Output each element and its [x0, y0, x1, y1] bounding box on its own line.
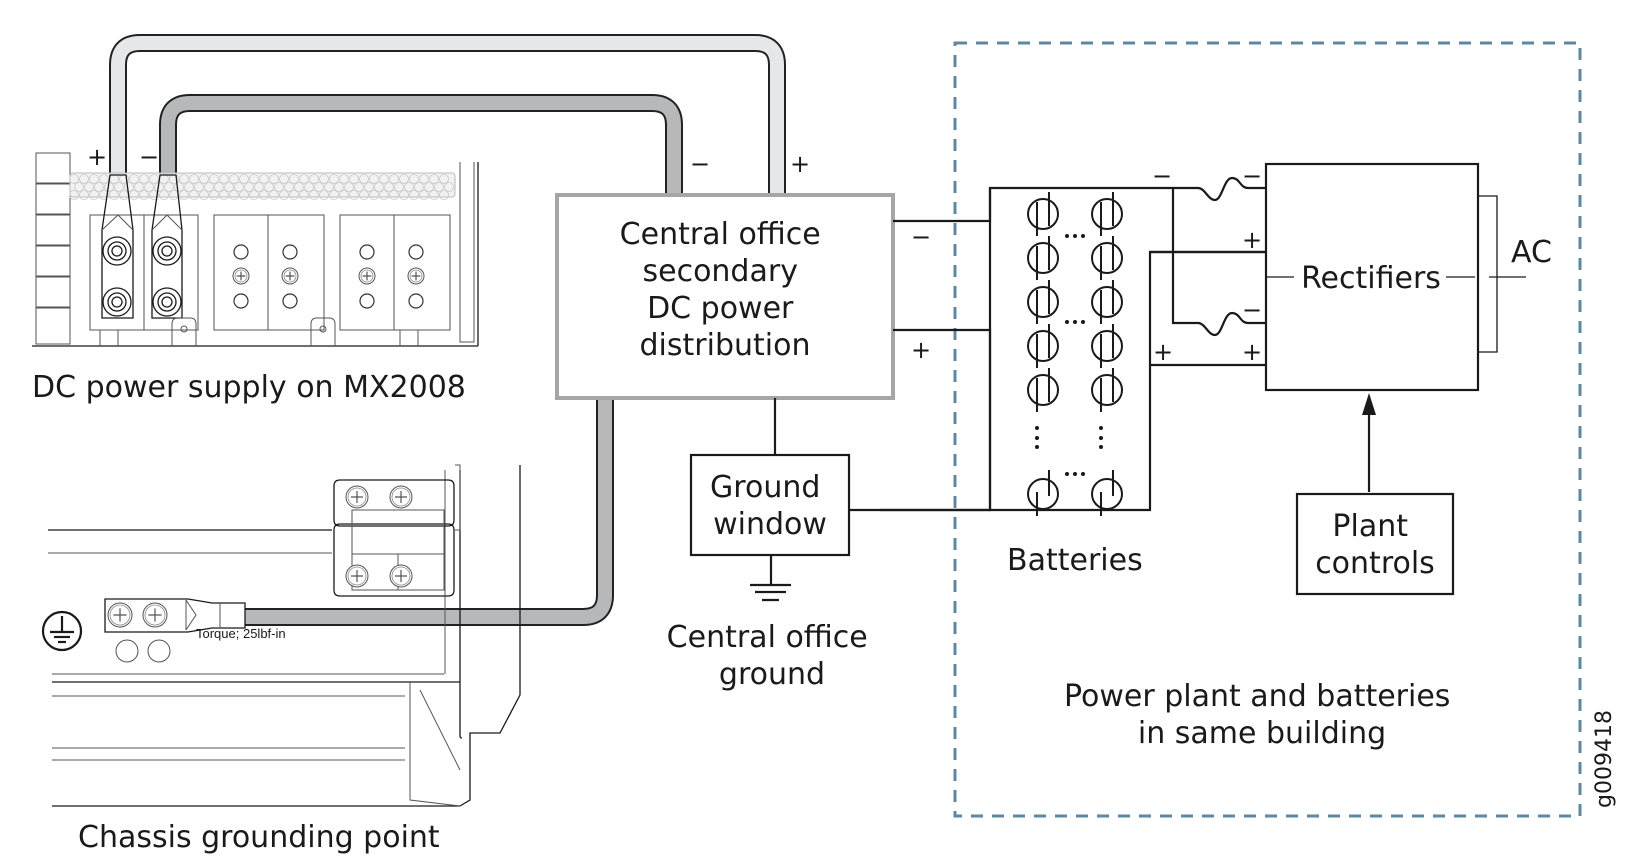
terminal-hole: [233, 244, 249, 260]
ac-connector: [1478, 195, 1498, 353]
positive-bus-wire: [880, 328, 992, 512]
distribution-right-plus-label: +: [911, 336, 931, 364]
rect-plus-top-label: +: [1242, 226, 1262, 254]
horizontal-ellipsis-dot: [1065, 472, 1069, 476]
terminal-hole: [408, 293, 424, 309]
ground-cable: [245, 395, 614, 626]
battery-cell-icon: [1091, 470, 1123, 516]
terminal-screw-icon: [407, 267, 425, 285]
positive-cable: [109, 34, 786, 195]
mesh-pattern: [69, 174, 454, 200]
negative-bus-wire: [893, 186, 1175, 223]
battery-cell-icon: [1091, 368, 1123, 412]
distribution-right-minus-label: −: [911, 223, 931, 251]
central-office-ground-label: Central office ground: [667, 620, 878, 692]
terminal-hole: [282, 244, 298, 260]
plant-controls-box: [1295, 492, 1455, 596]
chassis-grounding-caption: Chassis grounding point: [78, 820, 440, 855]
distribution-label: Central office secondary DC power distri…: [620, 217, 831, 363]
vertical-ellipsis-dot: [1035, 426, 1039, 430]
ground-window-box: [689, 453, 851, 557]
dc-power-supply-illustration: + −: [32, 143, 479, 347]
distribution-top-plus-label: +: [790, 150, 810, 178]
central-office-distribution-box: [555, 193, 895, 400]
vertical-ellipsis-dot: [1035, 445, 1039, 449]
ac-label: AC: [1511, 235, 1552, 270]
terminal-hole: [282, 293, 298, 309]
battery-cell-icon: [1091, 324, 1123, 368]
fuse-top: [1175, 176, 1266, 202]
terminal-hole: [359, 244, 375, 260]
battery-cell-icon: [1027, 470, 1059, 516]
negative-cable: [159, 94, 683, 195]
horizontal-ellipsis-dot: [1065, 234, 1069, 238]
distribution-top-minus-label: −: [690, 150, 710, 178]
horizontal-ellipsis-dot: [1073, 320, 1077, 324]
horizontal-ellipsis-dot: [1081, 234, 1085, 238]
bracket-screw-icon: [345, 485, 369, 509]
psu-minus-terminal-label: −: [139, 143, 159, 171]
battery-enclosure: [988, 188, 1265, 512]
power-plant-boundary: [953, 41, 1582, 818]
rect-minus-bottom-label: −: [1242, 296, 1262, 324]
horizontal-ellipsis-dot: [1073, 472, 1077, 476]
horizontal-ellipsis-dot: [1081, 320, 1085, 324]
vertical-ellipsis-dot: [1099, 445, 1103, 449]
protective-earth-ground-icon: [41, 610, 83, 652]
battery-cell-icon: [1091, 192, 1123, 236]
dc-power-supply-caption: DC power supply on MX2008: [32, 370, 466, 405]
vertical-ellipsis-dot: [1099, 426, 1103, 430]
earth-ground-icon: [750, 555, 791, 602]
psu-plus-terminal-label: +: [87, 143, 107, 171]
terminal-hole: [359, 293, 375, 309]
lug-screw-icon: [107, 602, 133, 628]
bracket-screw-icon: [389, 564, 413, 588]
battery-cell-icon: [1027, 192, 1059, 236]
power-plant-zone-label: Power plant and batteries in same buildi…: [1064, 679, 1460, 751]
terminal-screw-icon: [358, 267, 376, 285]
battery-cells: [1027, 192, 1123, 516]
battery-cell-icon: [1091, 280, 1123, 324]
bus-plus-label: +: [1153, 338, 1173, 366]
minus-branch-wire: [1171, 188, 1266, 337]
terminal-hole: [408, 244, 424, 260]
chassis-illustration: [48, 464, 521, 807]
bracket-screw-icon: [389, 485, 413, 509]
figure-id-label: g009418: [1592, 710, 1617, 808]
horizontal-ellipsis-dot: [1081, 472, 1085, 476]
rect-minus-top-label: −: [1242, 162, 1262, 190]
rectifiers-label: Rectifiers: [1301, 261, 1441, 296]
horizontal-ellipsis-dot: [1073, 234, 1077, 238]
rect-plus-bottom-label: +: [1242, 338, 1262, 366]
bracket-screw-icon: [345, 564, 369, 588]
torque-note: Torque; 25lbf-in: [196, 626, 286, 641]
plant-controls-arrow: [1362, 393, 1376, 492]
batteries-label: Batteries: [1007, 543, 1143, 578]
vertical-ellipsis-dot: [1099, 436, 1103, 440]
plant-controls-label: Plant controls: [1315, 509, 1435, 581]
rectifiers-box: [1264, 162, 1480, 392]
ground-window-label: Ground window: [710, 470, 830, 542]
battery-cell-icon: [1027, 236, 1059, 280]
battery-cell-icon: [1027, 368, 1059, 412]
bus-minus-label: −: [1152, 162, 1172, 190]
vertical-ellipsis-dot: [1035, 436, 1039, 440]
battery-cell-icon: [1027, 280, 1059, 324]
horizontal-ellipsis-dot: [1065, 320, 1069, 324]
battery-cell-icon: [1091, 236, 1123, 280]
terminal-screw-icon: [281, 267, 299, 285]
battery-cell-icon: [1027, 324, 1059, 368]
terminal-screw-icon: [232, 267, 250, 285]
terminal-hole: [233, 293, 249, 309]
lug-screw-icon: [142, 602, 168, 628]
